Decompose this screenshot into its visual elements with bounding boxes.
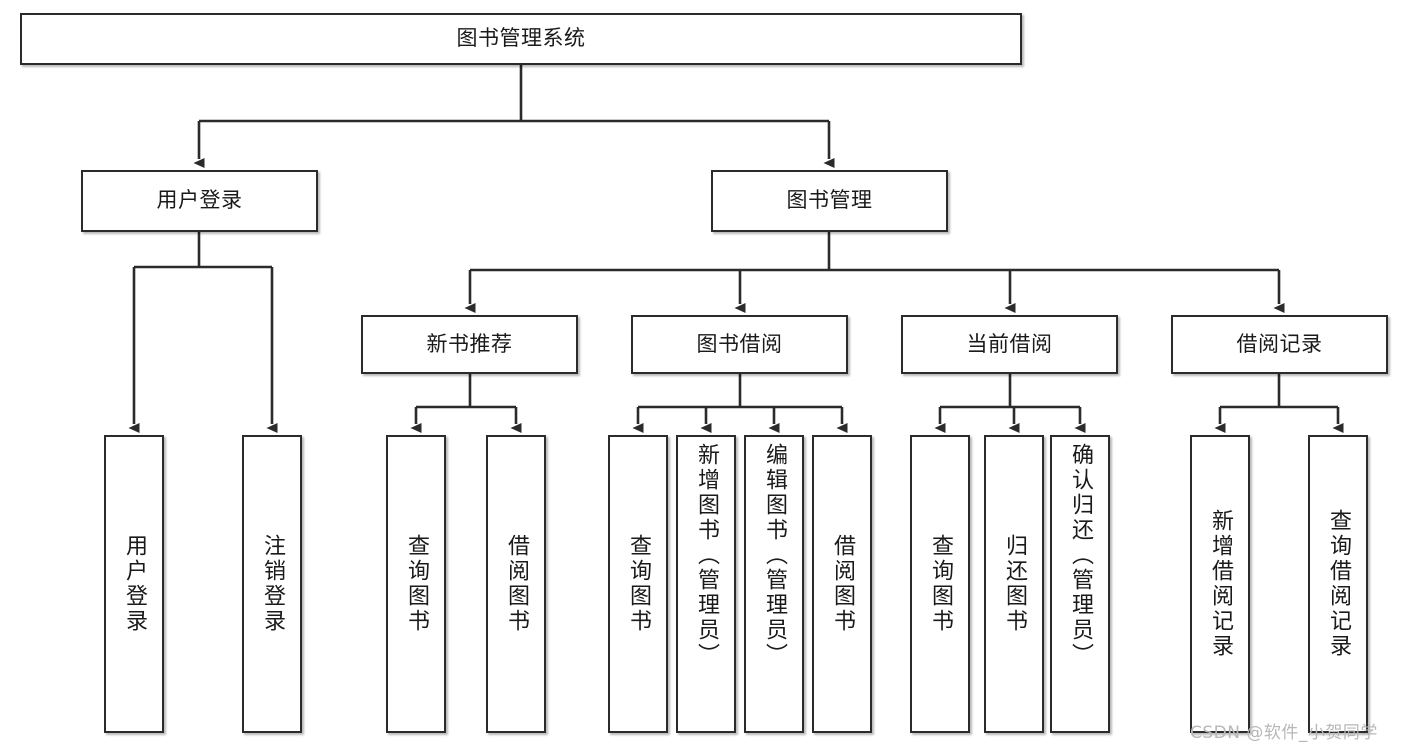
node-leaf-logout[interactable]: 注销登录 [242,435,302,733]
node-leaf-query-book-current-label: 查询图书 [928,534,953,634]
node-user-login-label: 用户登录 [156,188,243,213]
node-leaf-borrow-book-label: 借阅图书 [830,534,855,634]
node-current-borrow-label: 当前借阅 [966,331,1053,356]
node-leaf-user-login-label: 用户登录 [122,534,147,634]
node-leaf-query-book-current[interactable]: 查询图书 [910,435,970,733]
node-new-book-recommend-label: 新书推荐 [426,331,513,356]
node-leaf-query-book-rec[interactable]: 查询图书 [386,435,446,733]
node-book-manage-label: 图书管理 [786,188,873,213]
node-root[interactable]: 图书管理系统 [20,13,1022,65]
node-current-borrow[interactable]: 当前借阅 [901,315,1118,374]
node-new-book-recommend[interactable]: 新书推荐 [361,315,578,374]
node-leaf-add-borrow-record[interactable]: 新增借阅记录 [1190,435,1250,733]
node-book-manage[interactable]: 图书管理 [711,170,948,232]
node-leaf-return-book[interactable]: 归还图书 [984,435,1044,733]
watermark: CSDN @软件_小贺同学 [1190,723,1378,743]
node-leaf-borrow-book[interactable]: 借阅图书 [812,435,872,733]
node-leaf-return-book-label: 归还图书 [1002,534,1027,634]
node-leaf-query-borrow-record[interactable]: 查询借阅记录 [1308,435,1368,733]
node-leaf-edit-book-admin-label: 编辑图书（管理员） [762,443,787,668]
node-user-login[interactable]: 用户登录 [81,170,318,232]
node-leaf-query-book-borrow-label: 查询图书 [626,534,651,634]
node-leaf-user-login[interactable]: 用户登录 [104,435,164,733]
node-leaf-add-book-admin-label: 新增图书（管理员） [694,443,719,668]
node-root-label: 图书管理系统 [456,26,586,51]
node-leaf-query-book-rec-label: 查询图书 [404,534,429,634]
node-leaf-confirm-return-admin[interactable]: 确认归还（管理员） [1050,435,1110,733]
node-book-borrow-label: 图书借阅 [696,331,783,356]
node-borrow-record[interactable]: 借阅记录 [1171,315,1388,374]
node-leaf-edit-book-admin[interactable]: 编辑图书（管理员） [744,435,804,733]
node-leaf-logout-label: 注销登录 [260,534,285,634]
node-borrow-record-label: 借阅记录 [1236,331,1323,356]
node-leaf-borrow-book-rec[interactable]: 借阅图书 [486,435,546,733]
node-leaf-query-book-borrow[interactable]: 查询图书 [608,435,668,733]
node-leaf-add-book-admin[interactable]: 新增图书（管理员） [676,435,736,733]
node-book-borrow[interactable]: 图书借阅 [631,315,848,374]
node-leaf-borrow-book-rec-label: 借阅图书 [504,534,529,634]
node-leaf-confirm-return-admin-label: 确认归还（管理员） [1068,443,1093,668]
node-leaf-query-borrow-record-label: 查询借阅记录 [1326,509,1351,659]
node-leaf-add-borrow-record-label: 新增借阅记录 [1208,509,1233,659]
